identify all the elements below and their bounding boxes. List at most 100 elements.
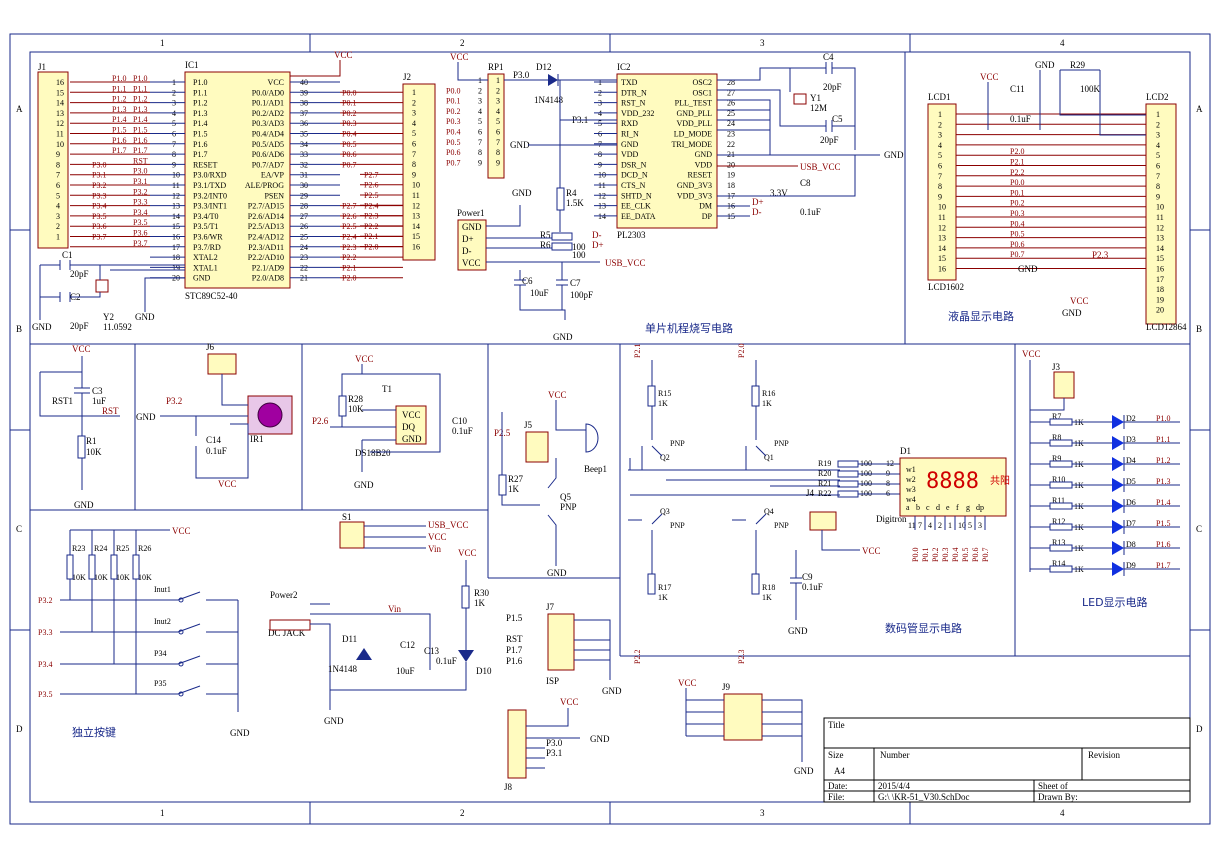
ic1-pin-name: RESET — [193, 160, 218, 169]
ic1-pin-name: P3.1/TXD — [193, 181, 226, 190]
j1-net: P1.0 — [112, 74, 126, 83]
vcc-reset: VCC — [72, 344, 91, 354]
tb-file-value: G:\ \KR-51_V30.SchDoc — [878, 792, 970, 802]
rp1-pin-num: 4 — [478, 107, 482, 116]
ic2-pin-name: DTR_N — [621, 88, 647, 97]
rp1-pin-num: 2 — [478, 86, 482, 95]
j6-ref: J6 — [206, 342, 215, 352]
j1-net: P3.2 — [92, 181, 106, 190]
j1-net: P1.6 — [112, 136, 126, 145]
rp1-inner-num: 1 — [496, 76, 500, 85]
digit-seg-letter: d — [936, 503, 940, 512]
led-net: P1.7 — [1156, 561, 1170, 570]
digit-w-label: w3 — [906, 485, 916, 494]
vcc-keys: VCC — [172, 526, 191, 536]
j2-pin-num: 1 — [412, 88, 416, 97]
ic2-pin-name: DP — [702, 212, 713, 221]
ic1-pin-name: P0.3/AD3 — [252, 119, 284, 128]
c11-ref: C11 — [1010, 84, 1025, 94]
ic1-pin-name: P3.0/RXD — [193, 171, 227, 180]
gnd-ir: GND — [136, 412, 156, 422]
key-net: P3.2 — [38, 596, 52, 605]
j1-net: P1.3 — [112, 105, 126, 114]
lcd2-part: LCD12864 — [1146, 322, 1187, 332]
transistor-net: P2.0 — [737, 344, 746, 358]
led-icon — [1112, 478, 1124, 492]
q5-type: PNP — [560, 502, 577, 512]
wire — [628, 360, 663, 471]
net-p30-j8: P3.0 — [546, 738, 563, 748]
digitron-section: Q2PNPR151KP2.1Q1PNPR161KP2.0Q3PNPR171KP2… — [628, 344, 1010, 664]
zone-row-left: A — [16, 104, 23, 114]
key-name: Inut2 — [154, 617, 171, 626]
lcd2-pin-num: 16 — [1156, 265, 1164, 274]
zone-row-left: C — [16, 524, 22, 534]
vcc-ir: VCC — [218, 479, 237, 489]
digit-seg-net: P0.7 — [981, 548, 990, 562]
led-icon — [1112, 457, 1124, 471]
gnd-j8: GND — [590, 734, 610, 744]
ic1-crystal: C1 20pF C2 20pF Y2 11.0592 GND GND VCC — [32, 50, 353, 332]
led-icon — [1112, 415, 1124, 429]
zone-col-top: 1 — [160, 38, 165, 48]
j1-pin-num: 5 — [56, 191, 60, 200]
power2-ref: Power2 — [270, 590, 298, 600]
ic1-net-left: P1.5 — [133, 126, 147, 135]
transistor-type: PNP — [670, 439, 685, 448]
ic1-pin-name: P1.1 — [193, 88, 207, 97]
r1-ref: R1 — [86, 436, 97, 446]
led-ref: D3 — [1126, 435, 1136, 444]
ic1-net-left: P3.5 — [133, 218, 147, 227]
transistor-type: PNP — [670, 521, 685, 530]
vcc-led: VCC — [1022, 349, 1041, 359]
j7-ref: J7 — [546, 602, 555, 612]
usb-vcc-s1: USB_VCC — [428, 520, 469, 530]
vcc-lcd2: VCC — [1070, 296, 1089, 306]
j2-pin-num: 12 — [412, 201, 420, 210]
zone-col-bottom: 2 — [460, 808, 465, 818]
ic2-pin-name: VDD_3V3 — [677, 191, 712, 200]
ic1-pin-name: P3.3/INT1 — [193, 202, 227, 211]
r30-value: 1K — [474, 598, 486, 608]
d12-ref: D12 — [536, 62, 552, 72]
transistor-resistor-value: 1K — [762, 593, 772, 602]
j2-pin-num: 14 — [412, 222, 420, 231]
key-resistor-ref: R25 — [116, 544, 129, 553]
transistor-resistor — [647, 573, 656, 595]
ic2-pin-name: GND_PLL — [676, 109, 712, 118]
wire — [457, 62, 488, 81]
ic2-pin-name: RESET — [688, 171, 713, 180]
key-resistor-value: 10K — [94, 573, 108, 582]
ic1-pin-name: P0.1/AD1 — [252, 99, 284, 108]
ic2-pin-num: 26 — [727, 99, 735, 108]
ic1-pin-name: P0.5/AD5 — [252, 140, 284, 149]
ds18b20-sensor: VCC T1 VCC DQ GND DS18B20 R28 10K P2.6 C… — [312, 354, 473, 490]
ic1-pin-name: P1.2 — [193, 99, 207, 108]
led-net: P1.3 — [1156, 477, 1170, 486]
j1-pin-num: 12 — [56, 119, 64, 128]
wire — [732, 513, 767, 574]
rp1-pin-num: 3 — [478, 97, 482, 106]
r6-ref: R6 — [540, 240, 551, 250]
ic1-pin-name: P3.4/T0 — [193, 212, 219, 221]
j2-pin-num: 11 — [412, 191, 420, 200]
ic2-pin-name: OSC2 — [692, 78, 712, 87]
j1-pin-num: 9 — [56, 150, 60, 159]
tb-sheet: Sheet of — [1038, 781, 1068, 791]
r28-ref: R28 — [348, 394, 364, 404]
c12-value: 10uF — [396, 666, 415, 676]
wire — [60, 530, 238, 601]
zone-row-left: B — [16, 324, 22, 334]
rp1-pin-num: 6 — [478, 128, 482, 137]
ic1-net-left: P3.1 — [133, 177, 147, 186]
lcd1-pin-num: 13 — [938, 234, 946, 243]
r29-value: 100K — [1080, 84, 1101, 94]
ic1-pin-name: P0.7/AD7 — [252, 160, 284, 169]
ic1-pin-name: P0.0/AD0 — [252, 88, 284, 97]
digit-resistor — [837, 460, 859, 468]
transistor-type: PNP — [774, 521, 789, 530]
j1-net: P1.1 — [112, 84, 126, 93]
led-net: P1.0 — [1156, 414, 1170, 423]
power1-dplus: D+ — [462, 234, 474, 244]
